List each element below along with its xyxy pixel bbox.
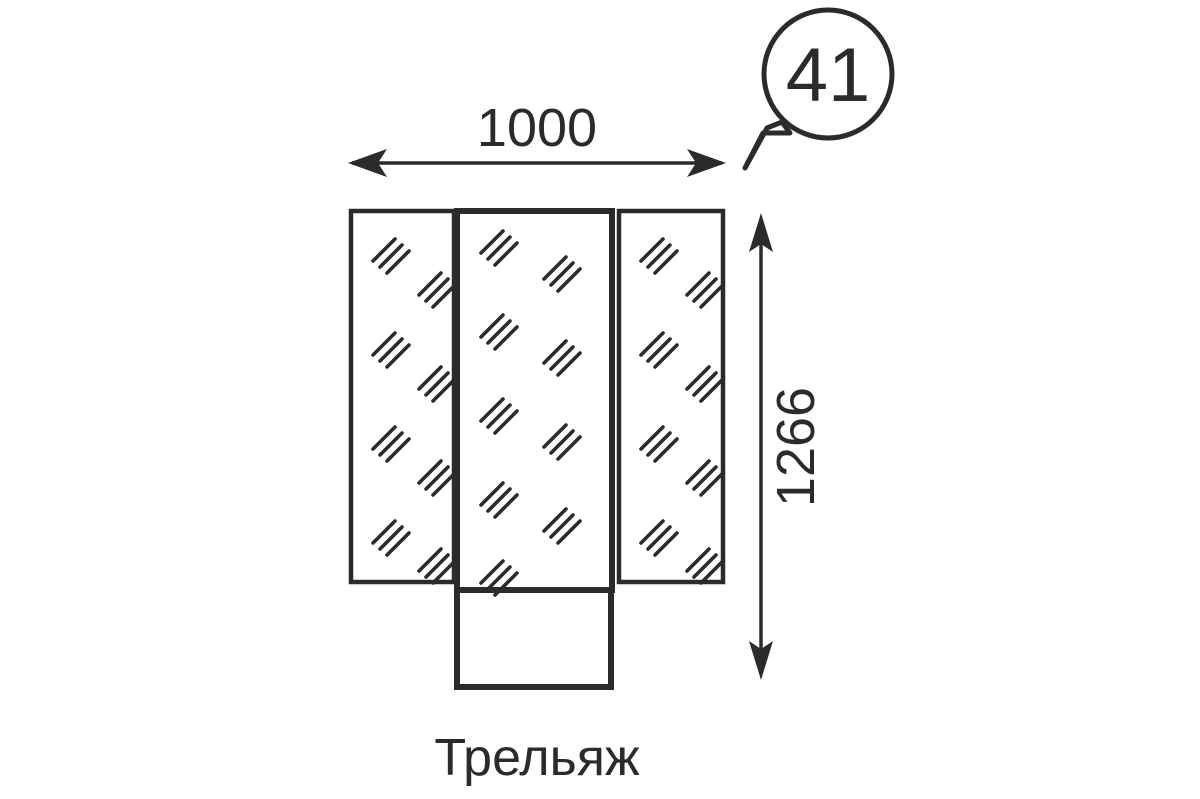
- badge-tail-icon: [742, 119, 793, 171]
- width-arrow-left-icon: [348, 149, 387, 177]
- height-arrow-up-icon: [749, 213, 773, 252]
- height-dimension-label: 1266: [766, 387, 826, 507]
- width-arrow-right-icon: [687, 149, 726, 177]
- width-dimension-label: 1000: [477, 98, 597, 158]
- number-badge[interactable]: 41: [742, 7, 895, 171]
- page-title: Трельяж: [434, 729, 640, 787]
- center-mirror-panel-frame: [454, 208, 615, 593]
- height-dimension: 1266: [749, 213, 826, 680]
- badge-circle-icon: [761, 7, 895, 141]
- drawer-base-frame: [454, 586, 614, 690]
- center-mirror-panel[interactable]: [454, 208, 615, 597]
- left-mirror-panel[interactable]: [348, 208, 457, 585]
- badge-number-label: 41: [786, 33, 871, 118]
- width-dimension: 1000: [348, 98, 726, 177]
- height-arrow-down-icon: [749, 641, 773, 680]
- drawer-base[interactable]: [454, 586, 614, 690]
- right-mirror-panel[interactable]: [616, 208, 726, 585]
